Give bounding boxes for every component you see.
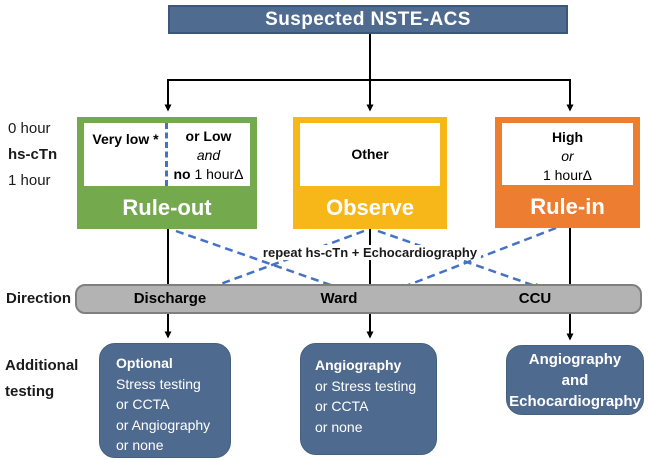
header-title: Suspected NSTE-ACS [265,8,471,30]
dashed-divider [165,123,168,186]
rule-out-criteria-very-low: Very low * [92,131,159,147]
rule-out-label: Rule-out [122,194,212,220]
observe-criteria: Other [300,123,440,186]
label-hs-ctn: hs-cTn [8,146,58,163]
direction-discharge: Discharge [133,290,207,307]
rule-out-criteria: Very low * or Low and no 1 hourΔ [84,123,250,186]
node-rule-out: Very low * or Low and no 1 hourΔ Rule-ou… [77,117,257,229]
label-0-hour: 0 hour [8,120,51,137]
node-observe: Other Observe [293,117,447,229]
label-additional-testing: Additional testing [5,357,79,400]
repeat-note: repeat hs-cTn + Echocardiography [258,245,482,260]
direction-ccu: CCU [518,290,552,307]
node-rule-in: High or 1 hourΔ Rule-in [495,117,640,228]
rule-in-label: Rule-in [530,193,605,219]
node-testing-ward: Angiography or Stress testing or CCTA or… [300,343,437,455]
solid-flow-arrows [164,34,574,341]
node-testing-ccu: Angiography and Echocardiography [506,345,644,415]
label-hs-ctn-timing: 0 hour hs-cTn 1 hour [8,116,57,194]
rule-out-criteria-low: or Low and no 1 hourΔ [173,128,244,182]
observe-label: Observe [325,194,415,220]
direction-bar: Discharge Ward CCU [75,284,642,314]
direction-ward: Ward [320,290,358,307]
label-direction: Direction [6,290,72,307]
node-suspected-nste-acs: Suspected NSTE-ACS [168,5,568,34]
rule-in-criteria: High or 1 hourΔ [502,123,633,185]
node-testing-discharge: Optional Stress testing or CCTA or Angio… [99,343,231,458]
label-1-hour: 1 hour [8,172,51,189]
